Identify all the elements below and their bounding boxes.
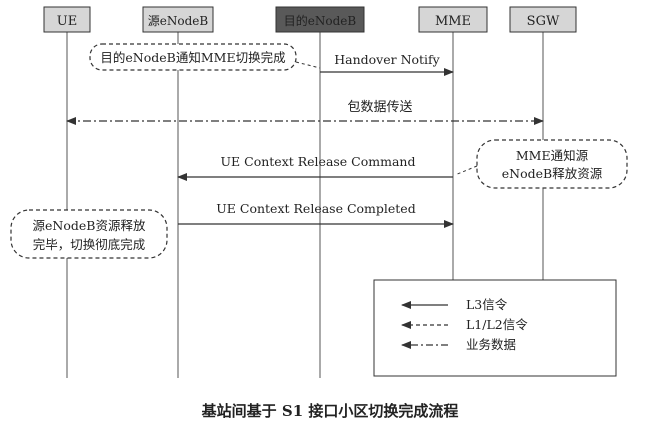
ctx-release-complete-message: UE Context Release Completed: [178, 201, 454, 228]
src-enodeb-label: 源eNodeB: [148, 14, 209, 28]
mme-notify-note-line1: MME通知源: [516, 148, 589, 163]
src-release-note: 源eNodeB资源释放 完毕，切换彻底完成: [10, 209, 168, 259]
mme-label: MME: [435, 14, 471, 29]
diagram-caption: 基站间基于 S1 接口小区切换完成流程: [201, 402, 459, 420]
src-release-note-line2: 完毕，切换彻底完成: [33, 237, 146, 252]
mme-notify-note: MME通知源 eNodeB释放资源: [476, 139, 628, 189]
sgw-label: SGW: [527, 14, 560, 29]
legend-box: [373, 279, 617, 377]
legend: L3信令 L1/L2信令 业务数据: [373, 279, 617, 377]
target-notify-note: 目的eNodeB通知MME切换完成: [89, 43, 297, 71]
ue-label: UE: [57, 14, 77, 29]
ue-entity: UE: [43, 6, 91, 33]
src-release-note-line1: 源eNodeB资源释放: [33, 218, 146, 233]
legend-l1l2-label: L1/L2信令: [466, 317, 528, 332]
legend-data-label: 业务数据: [466, 337, 516, 352]
dst-enodeb-label: 目的eNodeB: [284, 13, 357, 28]
handover-notify-message: Handover Notify: [320, 52, 454, 76]
ctx-release-complete-label: UE Context Release Completed: [216, 201, 415, 216]
handover-notify-label: Handover Notify: [334, 52, 440, 67]
ctx-release-command-label: UE Context Release Command: [221, 154, 416, 169]
mme-note-connector: [454, 165, 478, 176]
dst-enodeb-entity: 目的eNodeB: [275, 6, 365, 33]
mme-notify-note-line2: eNodeB释放资源: [502, 166, 603, 181]
sgw-entity: SGW: [509, 6, 577, 33]
mme-entity: MME: [418, 6, 488, 33]
target-note-connector: [295, 61, 321, 69]
packet-data-label: 包数据传送: [347, 100, 412, 115]
target-notify-note-text: 目的eNodeB通知MME切换完成: [100, 50, 285, 65]
legend-l3-label: L3信令: [466, 297, 508, 312]
packet-data-message: 包数据传送: [66, 100, 544, 125]
ctx-release-command-message: UE Context Release Command: [177, 154, 453, 181]
src-enodeb-entity: 源eNodeB: [142, 6, 214, 33]
